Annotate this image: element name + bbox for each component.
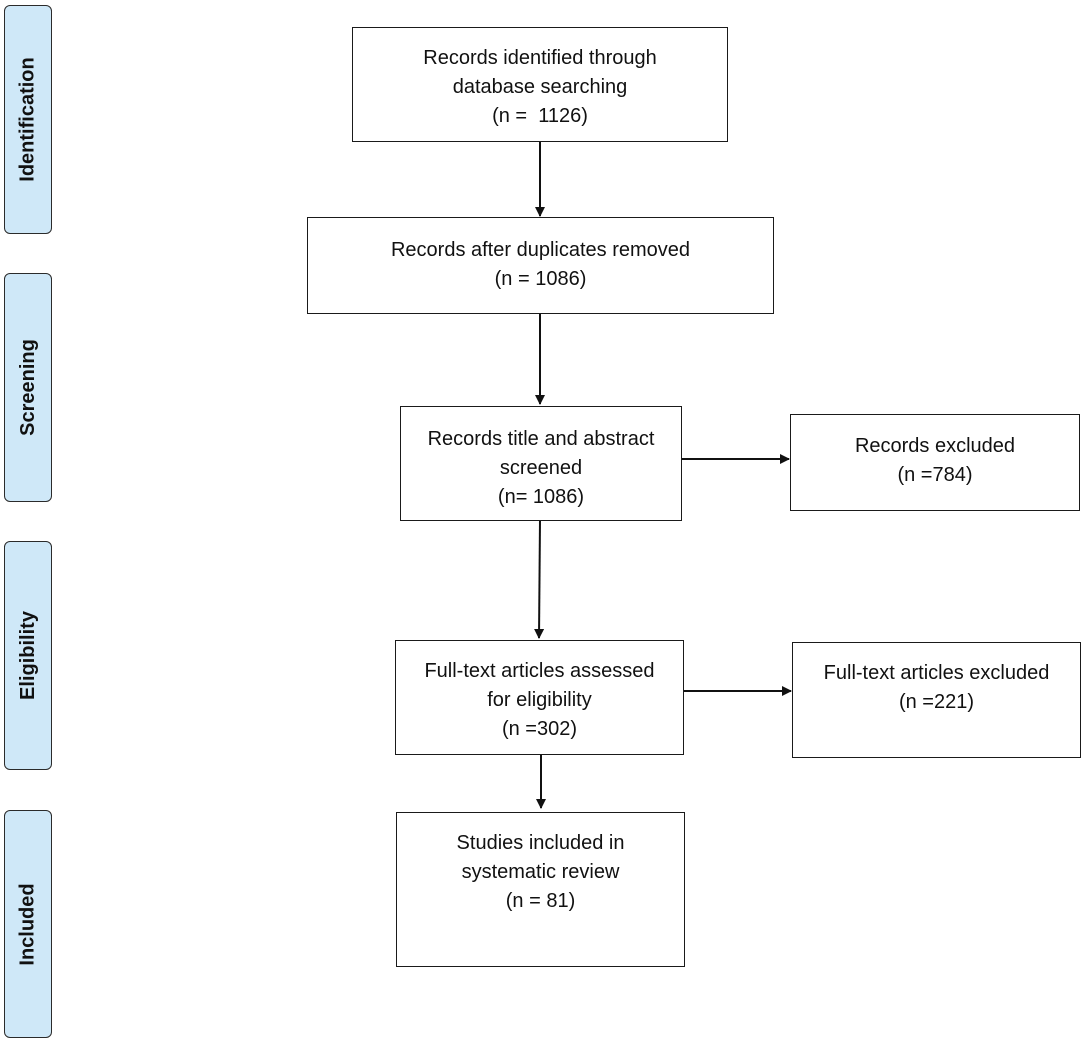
- box-fulltext-assessed-count: (n =302): [501, 718, 578, 740]
- box-records-identified-count: (n = 1126): [492, 105, 588, 127]
- box-studies-included-line2: systematic review: [461, 861, 620, 883]
- arrow-screened-to-fulltext: [534, 519, 545, 639]
- box-fulltext-assessed: Full-text articles assessed for eligibil…: [395, 640, 684, 755]
- phase-screening: Screening: [4, 273, 52, 502]
- box-fulltext-excluded-count: (n =221): [898, 691, 975, 713]
- box-records-screened: Records title and abstract screened (n= …: [400, 406, 682, 521]
- box-records-screened-line2: screened: [499, 457, 583, 479]
- phase-eligibility: Eligibility: [4, 541, 52, 770]
- phase-included: Included: [4, 810, 52, 1038]
- box-fulltext-excluded-line1: Full-text articles excluded: [823, 662, 1050, 684]
- box-records-excluded-count: (n =784): [897, 464, 973, 486]
- box-studies-included: Studies included in systematic review (n…: [396, 812, 685, 967]
- box-studies-included-line1: Studies included in: [456, 832, 625, 854]
- box-duplicates-removed: Records after duplicates removed (n = 10…: [307, 217, 774, 314]
- box-records-identified-line2: database searching: [452, 76, 628, 98]
- box-fulltext-assessed-line2: for eligibility: [487, 689, 592, 711]
- box-records-identified-line1: Records identified through: [423, 47, 657, 69]
- box-fulltext-excluded: Full-text articles excluded (n =221): [792, 642, 1081, 758]
- box-records-screened-line1: Records title and abstract: [427, 428, 655, 450]
- box-studies-included-count: (n = 81): [505, 890, 576, 912]
- box-duplicates-removed-line1: Records after duplicates removed: [390, 239, 691, 261]
- box-fulltext-assessed-line1: Full-text articles assessed: [424, 660, 655, 682]
- box-records-excluded: Records excluded (n =784): [790, 414, 1080, 511]
- box-records-identified: Records identified through database sear…: [352, 27, 728, 142]
- box-records-excluded-line1: Records excluded: [854, 435, 1016, 457]
- box-records-screened-count: (n= 1086): [497, 486, 585, 508]
- box-duplicates-removed-count: (n = 1086): [494, 268, 587, 290]
- phase-identification: Identification: [4, 5, 52, 234]
